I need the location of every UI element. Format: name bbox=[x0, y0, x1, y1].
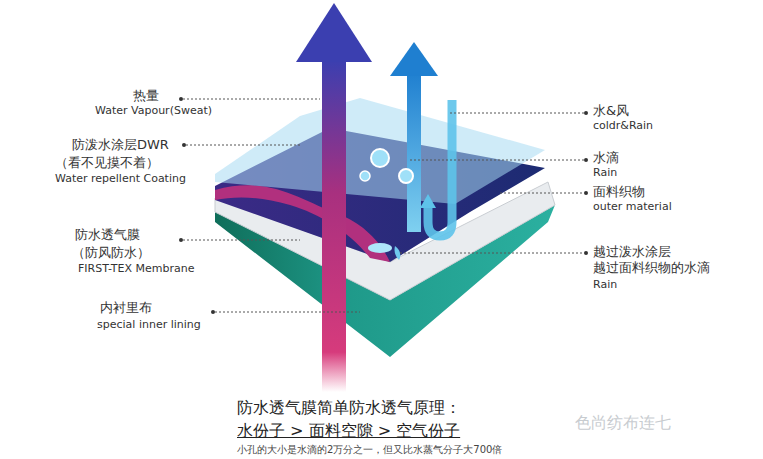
callout-label: special inner lining bbox=[97, 318, 201, 331]
callout-label: 水&风 bbox=[593, 103, 629, 119]
diagram-caption: 小孔的大小是水滴的2万分之一，但又比水蒸气分子大700倍 bbox=[237, 444, 502, 456]
callout-label: 防泼水涂层DWR bbox=[72, 137, 169, 153]
callout-label: Rain bbox=[593, 278, 617, 291]
callout-label: 水滴 bbox=[593, 150, 619, 166]
callout-label: （看不见摸不着） bbox=[55, 155, 159, 171]
callout-label: 热量 bbox=[133, 88, 159, 104]
diagram-title: 防水透气膜简单防水透气原理： bbox=[237, 398, 461, 417]
callout-label: Water repellent Coating bbox=[55, 172, 186, 185]
callout-label: 水份子 > 面料空隙 > 空气份子 bbox=[237, 421, 460, 440]
callout-label: 防水透气膜 bbox=[75, 227, 140, 243]
callout-label: Water Vapour(Sweat) bbox=[95, 104, 212, 117]
callout-label: 越过泼水涂层 越过面料织物的水滴 bbox=[593, 244, 718, 275]
callout-label: coldr&Rain bbox=[593, 119, 653, 132]
callout-label: 面料织物 bbox=[593, 184, 645, 200]
callout-label: Rain bbox=[593, 166, 617, 179]
callout-label: 内衬里布 bbox=[100, 300, 152, 316]
callout-label: FIRST-TEX Membrane bbox=[78, 262, 195, 275]
callout-label: （防风防水） bbox=[72, 245, 150, 261]
watermark: 色尚纺布连七 bbox=[575, 413, 671, 432]
callout-label: outer material bbox=[593, 200, 672, 213]
